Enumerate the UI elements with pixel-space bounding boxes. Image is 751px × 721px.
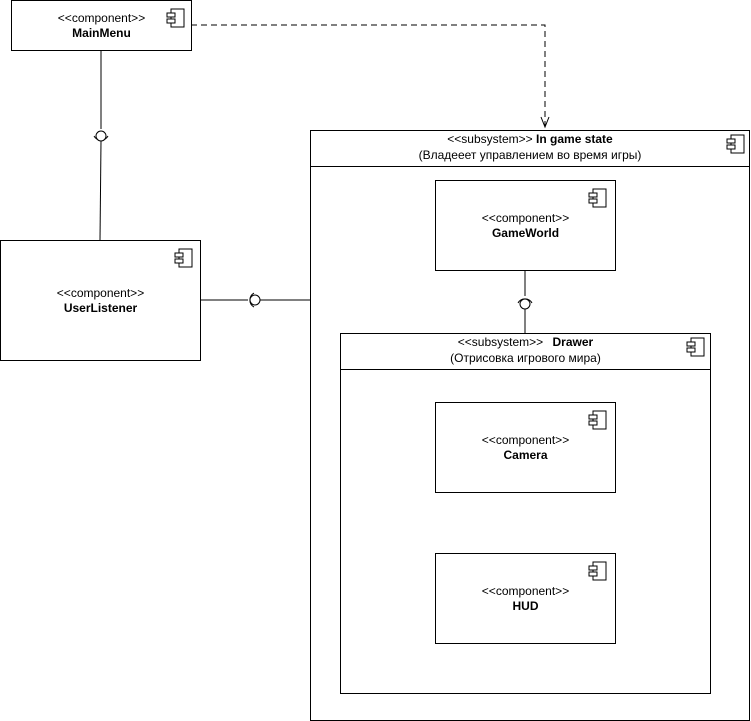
drawer-subsystem[interactable]: <<subsystem>> Drawer (Отрисовка игрового… [340,333,711,694]
drawer-stereotype: <<subsystem>> [457,335,544,349]
component-icon [686,337,705,357]
ingamestate-stereotype: <<subsystem>> [447,132,533,146]
ingamestate-subsystem[interactable]: <<subsystem>> In game state (Владееет уп… [310,130,750,721]
ingamestate-divider [311,166,749,167]
mainmenu-name: MainMenu [72,26,131,40]
hud-stereotype: <<component>> [481,584,570,598]
ingamestate-description: (Владееет управлением во время игры) [418,148,642,162]
component-icon [726,134,745,154]
mainmenu-stereotype: <<component>> [57,11,146,25]
component-icon [588,410,607,430]
camera-component[interactable]: <<component>> Camera [435,402,616,493]
drawer-description: (Отрисовка игрового мира) [450,351,601,365]
hud-component[interactable]: <<component>> HUD [435,553,616,644]
userlistener-stereotype: <<component>> [56,286,145,300]
camera-stereotype: <<component>> [481,433,570,447]
component-icon [588,561,607,581]
drawer-lollipop [519,298,531,310]
mainmenu-component[interactable]: <<component>> MainMenu [11,0,192,51]
drawer-name: Drawer [552,335,594,349]
gameworld-component[interactable]: <<component>> GameWorld [435,180,616,271]
userlistener-name: UserListener [63,301,138,315]
ingamestate-name: In game state [536,132,613,146]
component-icon [166,8,185,28]
gameworld-name: GameWorld [491,226,560,240]
userlistener-interface-line [99,140,102,241]
hud-name: HUD [512,599,539,613]
component-icon [588,188,607,208]
dependency-arrowhead [540,116,550,129]
component-icon [174,248,193,268]
drawer-divider [341,369,710,370]
userlistener-component[interactable]: <<component>> UserListener [0,240,201,361]
dependency-arrow [191,24,546,126]
gameworld-stereotype: <<component>> [481,211,570,225]
camera-name: Camera [503,448,548,462]
